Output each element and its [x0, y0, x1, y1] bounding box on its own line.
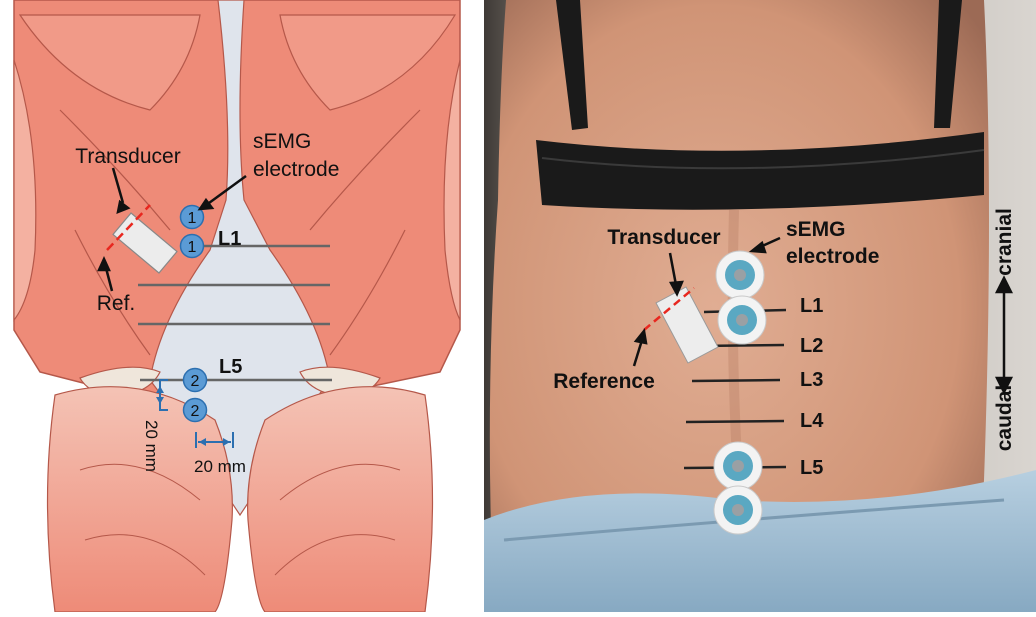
marker-line-l4: [686, 421, 784, 422]
transducer-label: Transducer: [607, 226, 720, 249]
photo-panel: Transducer sEMG electrode Reference L1 L…: [484, 0, 1036, 612]
l1-label: L1: [218, 228, 241, 250]
horizontal-spacing-label: 20 mm: [194, 457, 246, 476]
marker-line-l3: [692, 380, 780, 381]
cranial-label: cranial: [993, 208, 1016, 276]
electrode-pad-4: [714, 486, 762, 534]
electrode-2b-label: 2: [191, 403, 200, 420]
vertical-spacing-label: 20 mm: [142, 420, 161, 472]
anatomy-illustration: 1 1 2 2 Transducer sEMG electrode Ref. L…: [0, 0, 480, 612]
vertebra-label-l3: L3: [800, 369, 823, 391]
semg-label-line2: electrode: [786, 245, 879, 268]
vertebra-label-l4: L4: [800, 410, 824, 432]
electrode-pad-1: [716, 251, 764, 299]
electrode-1b-label: 1: [188, 239, 197, 256]
back-photo: Transducer sEMG electrode Reference L1 L…: [484, 0, 1036, 612]
anatomy-illustration-panel: 1 1 2 2 Transducer sEMG electrode Ref. L…: [0, 0, 480, 612]
semg-label-line1: sEMG: [786, 218, 846, 241]
electrode-pad-3: [714, 442, 762, 490]
electrode-pad-2: [718, 296, 766, 344]
vertebra-label-l1: L1: [800, 295, 823, 317]
semg-label-line2: electrode: [253, 158, 339, 181]
reference-label: Reference: [553, 370, 655, 393]
transducer-label: Transducer: [75, 145, 180, 168]
semg-label-line1: sEMG: [253, 130, 311, 153]
electrode-2a-label: 2: [191, 373, 200, 390]
caudal-label: caudal: [993, 385, 1016, 452]
l5-label: L5: [219, 356, 242, 378]
reference-label: Ref.: [97, 292, 136, 315]
electrode-1a-label: 1: [188, 210, 197, 227]
vertebra-label-l2: L2: [800, 335, 823, 357]
vertebra-label-l5: L5: [800, 457, 823, 479]
